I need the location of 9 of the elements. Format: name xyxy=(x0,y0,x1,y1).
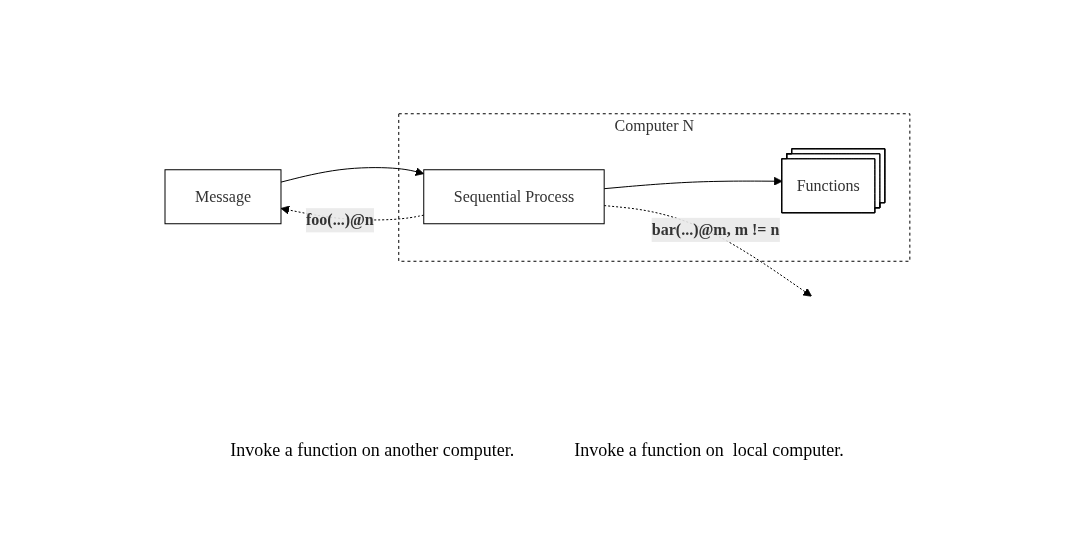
node-box: Sequential Process xyxy=(422,169,605,225)
arrow xyxy=(280,167,424,183)
note-text: Invoke a function on local computer. xyxy=(574,440,844,461)
note-text: Invoke a function on another computer. xyxy=(230,440,515,461)
edge-label: foo(...)@n xyxy=(305,211,374,229)
arrow xyxy=(603,205,812,297)
edge-label: bar(...)@m, m != n xyxy=(651,220,779,238)
node-box: Message xyxy=(164,169,282,225)
arrow xyxy=(603,176,783,190)
